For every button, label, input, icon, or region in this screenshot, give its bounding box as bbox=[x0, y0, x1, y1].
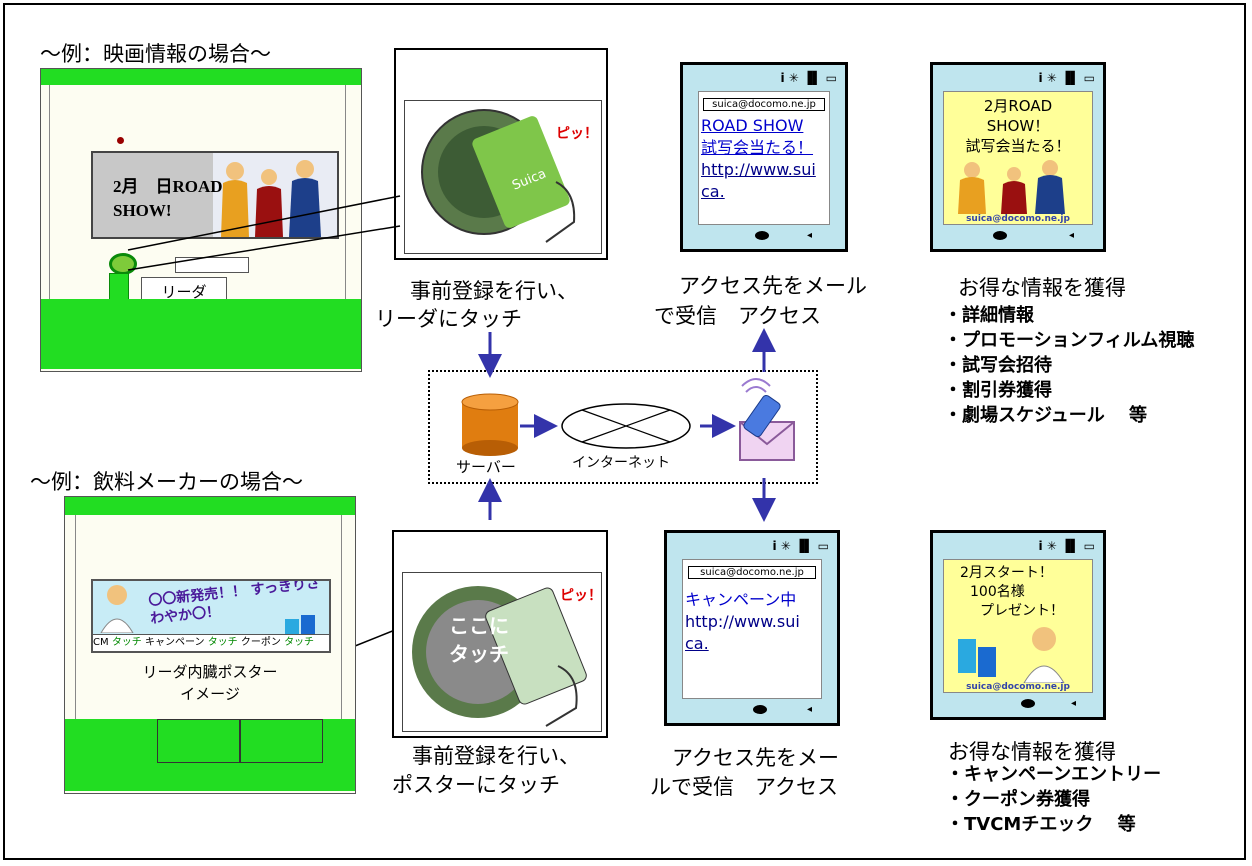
poster-campaign-label: キャンペーン bbox=[145, 637, 205, 648]
movie-poster-text: 2月 日ROAD SHOW! bbox=[113, 177, 223, 220]
drink-poster-caption-2: イメージ bbox=[180, 685, 240, 703]
drink-benefits-list: ・キャンペーンエントリー ・クーポン券獲得 ・TVCMチエック 等 bbox=[946, 762, 1161, 837]
cans-and-man-illustration bbox=[958, 627, 1065, 683]
benefit-item: ・劇場スケジュール 等 bbox=[944, 405, 1148, 426]
internet-icon bbox=[561, 403, 691, 449]
svg-text:ピッ！: ピッ！ bbox=[556, 126, 598, 142]
drink-poster: 〇〇新発売！！ すっきりさわやか〇！ CM タッチ キャンペーン タッチ クーポ… bbox=[91, 579, 331, 653]
drink-mail-caption-2: ルで受信 アクセス bbox=[650, 775, 838, 799]
phone-status-icons: i ✳ ▐▌ ▭ bbox=[1038, 539, 1096, 553]
benefit-item: ・詳細情報 bbox=[944, 305, 1034, 326]
movie-result-phone: i ✳ ▐▌ ▭ 2月ROAD SHOW！ 試写会当たる！ suica@doco… bbox=[930, 62, 1106, 252]
drink-result-caption: お得な情報を獲得 bbox=[948, 740, 1116, 764]
diagram-frame bbox=[3, 3, 1246, 860]
drink-instruction-2: ポスターにタッチ bbox=[392, 773, 560, 797]
touch-badge[interactable]: タッチ bbox=[284, 637, 315, 648]
movie-phone-link-2[interactable]: 試写会当たる！ bbox=[701, 138, 814, 157]
drink-mail-phone: i ✳ ▐▌ ▭ suica@docomo.ne.jp キャンペーン中 http… bbox=[664, 530, 840, 726]
movie-instruction-1: 事前登録を行い、 bbox=[410, 279, 578, 303]
kiosk-door bbox=[157, 719, 241, 763]
movie-result-line-3: 試写会当たる！ bbox=[965, 137, 1071, 155]
drink-result-footer: suica@docomo.ne.jp bbox=[966, 682, 1070, 692]
phone-status-icons: i ✳ ▐▌ ▭ bbox=[780, 71, 838, 85]
benefit-item: ・クーポン券獲得 bbox=[946, 789, 1090, 810]
touch-badge[interactable]: タッチ bbox=[207, 637, 238, 648]
drink-phone-link-3[interactable]: ca. bbox=[685, 634, 709, 653]
movie-phone-link-1[interactable]: ROAD SHOW bbox=[701, 116, 804, 135]
server-label: サーバー bbox=[456, 458, 516, 476]
drink-result-line-2: 100名様 bbox=[970, 584, 1025, 600]
server-icon bbox=[461, 393, 519, 456]
benefit-item: ・試写会招待 bbox=[944, 355, 1052, 376]
benefit-item: ・キャンペーンエントリー bbox=[946, 764, 1162, 785]
businessmen-illustration bbox=[221, 160, 321, 237]
drink-phone-link-2[interactable]: http://www.sui bbox=[685, 612, 800, 631]
touch-here-line-2: タッチ bbox=[449, 642, 509, 666]
businessmen-illustration bbox=[958, 160, 1065, 214]
movie-result-caption: お得な情報を獲得 bbox=[958, 276, 1126, 300]
movie-phone-sender: suica@docomo.ne.jp bbox=[703, 98, 825, 111]
movie-poster: 2月 日ROAD SHOW! bbox=[91, 151, 339, 239]
movie-mail-phone: i ✳ ▐▌ ▭ suica@docomo.ne.jp ROAD SHOW 試写… bbox=[680, 62, 848, 252]
touch-badge[interactable]: タッチ bbox=[111, 637, 142, 648]
suica-card-tap: Suica ピッ！ bbox=[421, 109, 598, 243]
phone-status-icons: i ✳ ▐▌ ▭ bbox=[1038, 71, 1096, 85]
touch-here-line-1: ここに bbox=[449, 614, 509, 638]
benefit-item: ・プロモーションフィルム視聴 bbox=[944, 330, 1195, 351]
drink-result-phone: i ✳ ▐▌ ▭ 2月スタート！ 100名様 プレゼント！ suica@doco… bbox=[930, 530, 1106, 720]
drink-phone-sender: suica@docomo.ne.jp bbox=[688, 566, 816, 579]
drink-scenario-title: ～例：飲料メーカーの場合～ bbox=[30, 470, 303, 494]
phone-status-icons: i ✳ ▐▌ ▭ bbox=[772, 539, 830, 553]
kiosk-door bbox=[239, 719, 323, 763]
poster-coupon-label: クーポン bbox=[240, 637, 281, 648]
movie-mail-caption-2: で受信 アクセス bbox=[654, 304, 821, 328]
movie-kiosk: 2月 日ROAD SHOW! リーダ bbox=[40, 68, 362, 372]
movie-phone-link-3[interactable]: http://www.sui bbox=[701, 160, 816, 179]
movie-benefits-list: ・詳細情報 ・プロモーションフィルム視聴 ・試写会招待 ・割引券獲得 ・劇場スケ… bbox=[944, 303, 1194, 428]
movie-instruction-2: リーダにタッチ bbox=[375, 307, 522, 331]
movie-mail-caption-1: アクセス先をメール bbox=[679, 274, 867, 298]
drink-kiosk: 〇〇新発売！！ すっきりさわやか〇！ CM タッチ キャンペーン タッチ クーポ… bbox=[64, 496, 356, 794]
internet-label: インターネット bbox=[572, 455, 670, 471]
movie-touch-illustration: Suica ピッ！ bbox=[394, 48, 608, 260]
movie-scenario-title: ～例：映画情報の場合～ bbox=[40, 42, 271, 66]
touch-here-illustration: ピッ！ bbox=[412, 586, 602, 727]
svg-text:ピッ！: ピッ！ bbox=[560, 588, 602, 604]
movie-phone-link-4[interactable]: ca. bbox=[701, 182, 725, 201]
movie-result-footer: suica@docomo.ne.jp bbox=[966, 214, 1070, 224]
man-illustration bbox=[100, 585, 134, 633]
drink-result-line-1: 2月スタート！ bbox=[960, 565, 1053, 581]
benefit-item: ・TVCMチエック 等 bbox=[946, 814, 1136, 835]
benefit-item: ・割引券獲得 bbox=[944, 380, 1052, 401]
drink-instruction-1: 事前登録を行い、 bbox=[412, 744, 580, 768]
drink-mail-caption-1: アクセス先をメー bbox=[672, 746, 839, 770]
network-box bbox=[428, 370, 818, 484]
drink-touch-illustration: ピッ！ ここに タッチ bbox=[392, 530, 608, 738]
movie-result-line-2: SHOW！ bbox=[986, 117, 1050, 135]
drink-poster-caption-1: リーダ内臓ポスター bbox=[142, 663, 278, 681]
drink-result-line-3: プレゼント！ bbox=[980, 603, 1064, 619]
movie-result-line-1: 2月ROAD bbox=[983, 97, 1053, 115]
poster-cm-label: CM bbox=[93, 637, 109, 648]
mobile-mail-icon bbox=[739, 378, 795, 461]
drink-phone-link-1[interactable]: キャンペーン中 bbox=[685, 590, 797, 609]
